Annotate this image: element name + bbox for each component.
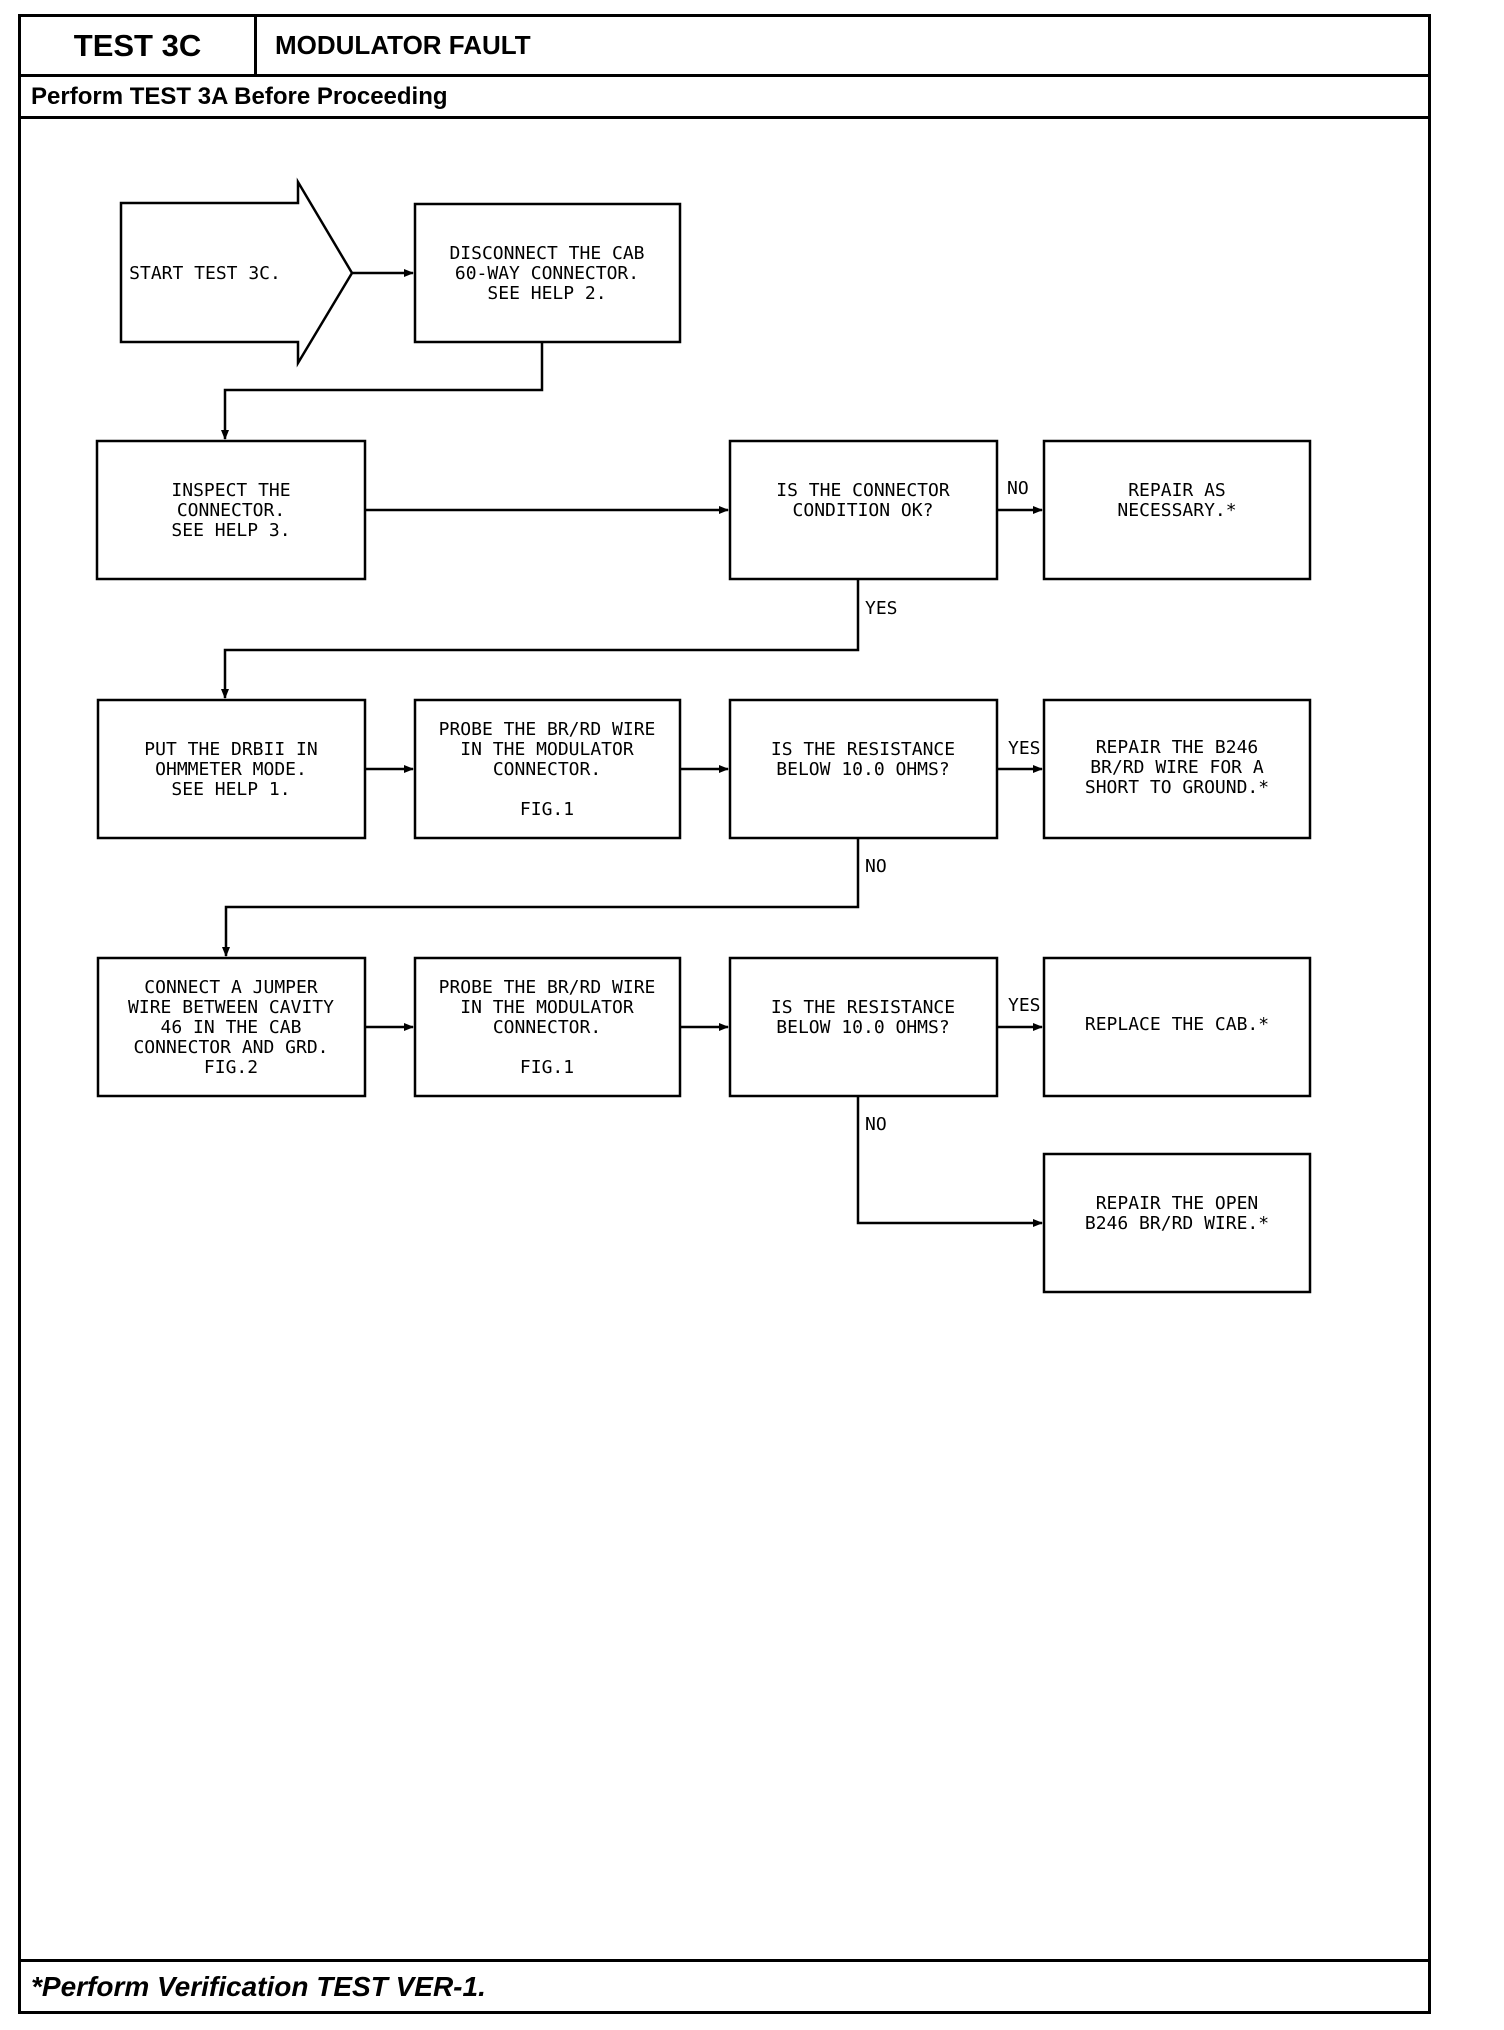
box-text-line: CONNECTOR.	[493, 759, 601, 780]
box-text-line: 60-WAY CONNECTOR.	[455, 263, 639, 284]
connector-q2-no	[856, 1096, 1043, 1227]
box-text-line: INSPECT THE	[171, 480, 290, 501]
box-text-line: BELOW 10.0 OHMS?	[776, 759, 949, 780]
probe-1-box	[413, 698, 682, 840]
box-text-line: NECESSARY.*	[1117, 500, 1236, 521]
disconnect-box	[413, 202, 682, 344]
test-id: TEST 3C	[21, 17, 257, 74]
box-text-line: REPAIR AS	[1128, 480, 1226, 501]
box-text-line: OHMMETER MODE.	[155, 759, 307, 780]
box-text-line: IN THE MODULATOR	[460, 997, 634, 1018]
box-text-line: CONNECT A JUMPER	[144, 977, 318, 998]
inspect-box	[95, 439, 367, 581]
label-yes-3: YES	[1008, 995, 1041, 1016]
repair-open-box	[1042, 1152, 1312, 1294]
prerequisite-note: Perform TEST 3A Before Proceeding	[21, 77, 1428, 119]
box-text-line: CONNECTOR.	[177, 500, 285, 521]
box-text-line: SEE HELP 3.	[171, 520, 290, 541]
box-text-line: IS THE RESISTANCE	[771, 739, 955, 760]
box-text-line: SEE HELP 2.	[487, 283, 606, 304]
box-text-line: WIRE BETWEEN CAVITY	[128, 997, 334, 1018]
box-text-line: DISCONNECT THE CAB	[449, 243, 644, 264]
box-text-line: CONNECTOR.	[493, 1017, 601, 1038]
box-text-line: 46 IN THE CAB	[161, 1017, 302, 1038]
repair-necessary-box	[1042, 439, 1312, 581]
connector-question-box	[728, 439, 999, 581]
repair-short-box	[1042, 698, 1312, 840]
box-text-line: FIG.1	[520, 1057, 574, 1078]
jumper-box	[96, 956, 367, 1098]
connector-disconnect-to-inspect	[221, 342, 544, 440]
box-text-line: CONDITION OK?	[793, 500, 934, 521]
resistance-question-1-box	[728, 698, 999, 840]
start-arrow-shape	[119, 177, 354, 368]
test-title: MODULATOR FAULT	[275, 30, 531, 60]
label-no-2: NO	[865, 856, 887, 877]
replace-cab-box	[1042, 956, 1312, 1098]
box-text-line: B246 BR/RD WIRE.*	[1085, 1213, 1269, 1234]
box-text-line: REPAIR THE OPEN	[1096, 1193, 1259, 1214]
connector-question-yes	[221, 579, 860, 699]
box-text-line: SEE HELP 1.	[171, 779, 290, 800]
label-yes-1: YES	[865, 598, 898, 619]
label-yes-2: YES	[1008, 738, 1041, 759]
box-text-line: BELOW 10.0 OHMS?	[776, 1017, 949, 1038]
box-text-line: PROBE THE BR/RD WIRE	[439, 977, 656, 998]
box-text-line: SHORT TO GROUND.*	[1085, 777, 1269, 798]
box-text-line: PUT THE DRBII IN	[144, 739, 317, 760]
probe-2-box	[413, 956, 682, 1098]
replace-cab-text: REPLACE THE CAB.*	[1085, 1014, 1269, 1035]
box-text-line: IN THE MODULATOR	[460, 739, 634, 760]
resistance-question-2-box	[728, 956, 999, 1098]
box-text-line: PROBE THE BR/RD WIRE	[439, 719, 656, 740]
connector-q1-no	[222, 838, 860, 957]
put-drb-box	[96, 698, 367, 840]
start-text: START TEST 3C.	[129, 263, 281, 284]
box-text-line: START TEST 3C.	[129, 263, 281, 284]
box-text-line: FIG.2	[204, 1057, 258, 1078]
box-text-line: IS THE CONNECTOR	[776, 480, 950, 501]
label-no-3: NO	[865, 1114, 887, 1135]
box-text-line: FIG.1	[520, 799, 574, 820]
header-row: TEST 3C MODULATOR FAULT	[21, 17, 1428, 77]
verification-note: *Perform Verification TEST VER-1.	[21, 1959, 1428, 2011]
box-text-line: BR/RD WIRE FOR A	[1090, 757, 1264, 778]
box-text-line: REPLACE THE CAB.*	[1085, 1014, 1269, 1035]
box-text-line: IS THE RESISTANCE	[771, 997, 955, 1018]
box-text-line: CONNECTOR AND GRD.	[133, 1037, 328, 1058]
label-no-1: NO	[1007, 478, 1029, 499]
box-text-line: REPAIR THE B246	[1096, 737, 1259, 758]
